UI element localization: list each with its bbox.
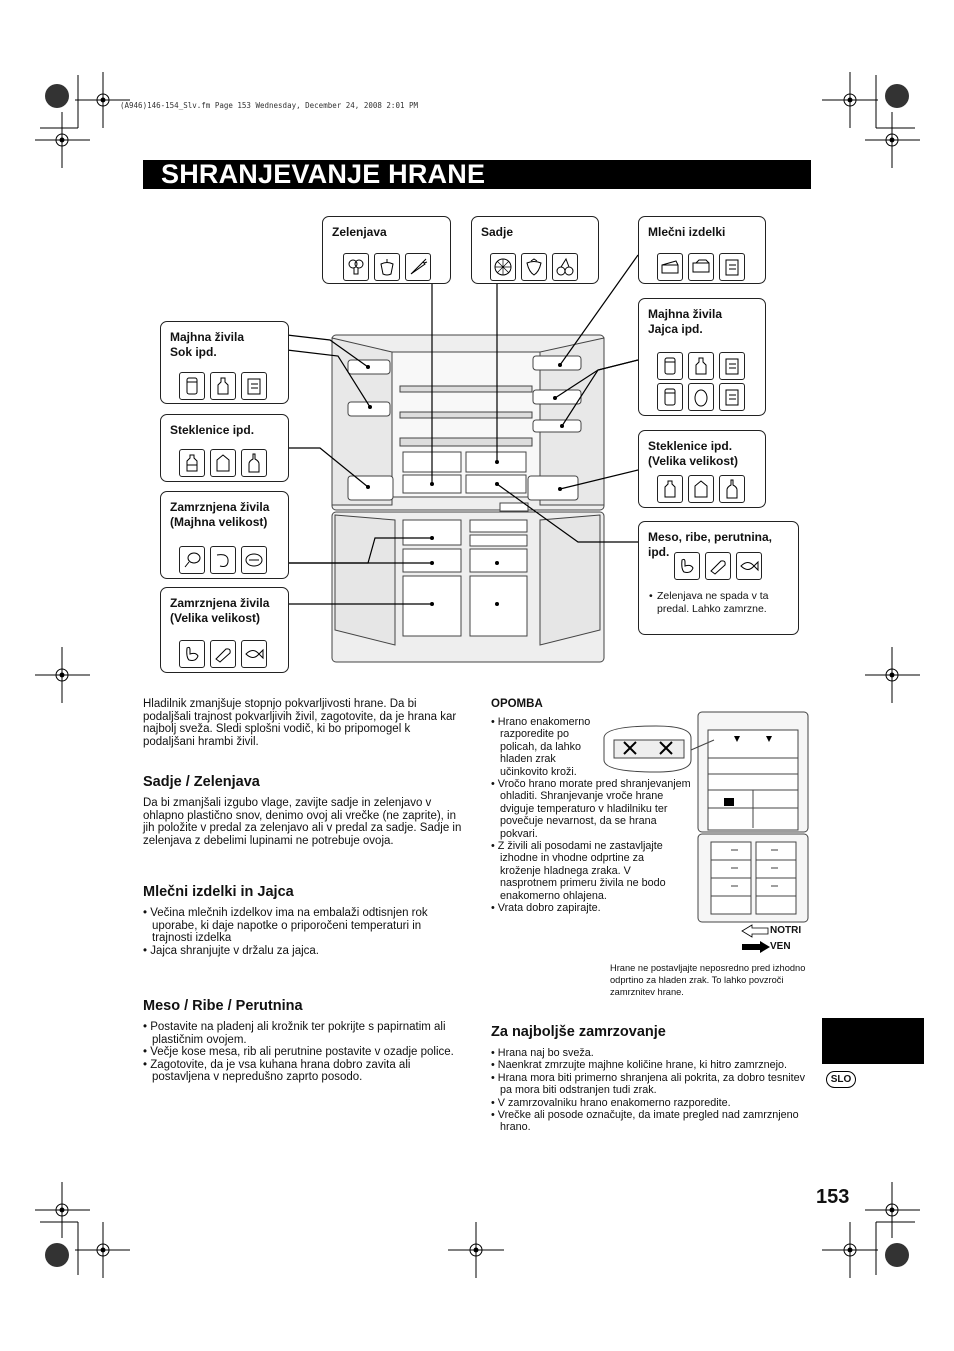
list-item: Postavite na pladenj ali krožnik ter pok… — [143, 1021, 461, 1046]
label-steklenice-velika: Steklenice ipd. (Velika velikost) — [638, 430, 766, 508]
section-list-meso: Postavite na pladenj ali krožnik ter pok… — [143, 1021, 461, 1084]
label-meso: Meso, ribe, perutnina, ipd. • Zelenjava … — [638, 521, 799, 635]
poultry-icon — [674, 552, 700, 580]
citrus-icon — [490, 253, 516, 281]
label-meso-line2: ipd. — [648, 545, 670, 559]
label-majhna-jajca: Majhna živila Jajca ipd. — [638, 298, 766, 416]
section-heading-mlecni: Mlečni izdelki in Jajca — [143, 884, 294, 900]
meso-note: • Zelenjava ne spada v ta predal. Lahko … — [649, 590, 769, 615]
section-list-zamrzovanje: Hrana naj bo sveža. Naenkrat zmrzujte ma… — [491, 1047, 811, 1134]
label-meso-line1: Meso, ribe, perutnina, — [648, 530, 773, 544]
legend-out: VEN — [770, 941, 791, 952]
label-majhna-jajca-line1: Majhna živila — [648, 307, 723, 321]
list-item: Hrana mora biti primerno shranjena ali p… — [491, 1072, 811, 1097]
carton-icon — [241, 372, 267, 400]
list-item: Z živili ali posodami ne zastavljajte iz… — [491, 840, 696, 902]
carton-icon — [719, 383, 745, 411]
label-zamrznjena-velika: Zamrznjena živila (Velika velikost) — [160, 587, 289, 673]
label-zamrznjena-velika-line1: Zamrznjena živila — [170, 596, 270, 610]
label-majhna-jajca-line2: Jajca ipd. — [648, 322, 703, 336]
list-item: Večje kose mesa, rib ali perutnine posta… — [143, 1046, 461, 1059]
fish-icon — [736, 552, 762, 580]
can-icon — [657, 383, 683, 411]
language-tab — [822, 1018, 924, 1064]
label-mlecni-text: Mlečni izdelki — [648, 225, 726, 239]
label-zelenjava: Zelenjava — [322, 216, 451, 284]
file-header: (A946)146-154_Slv.fm Page 153 Wednesday,… — [120, 101, 419, 110]
list-item: Vrečke ali posode označujte, da imate pr… — [491, 1109, 811, 1134]
bottle-icon — [688, 352, 714, 380]
label-zamrznjena-velika-line2: (Velika velikost) — [170, 611, 261, 625]
wine-bottle-icon — [241, 449, 267, 477]
label-zamrznjena-majhna: Zamrznjena živila (Majhna velikost) — [160, 491, 289, 579]
language-badge: SLO — [826, 1071, 856, 1088]
carton-icon — [719, 352, 745, 380]
shrimp-icon — [210, 546, 236, 574]
pepper-icon — [374, 253, 400, 281]
label-mlecni: Mlečni izdelki — [638, 216, 766, 284]
cherry-icon — [552, 253, 578, 281]
section-list-mlecni: Večina mlečnih izdelkov ima na embalaži … — [143, 907, 458, 957]
opomba-list: Hrano enakomerno razporedite po policah,… — [491, 716, 696, 915]
plastic-bottle-icon — [179, 449, 205, 477]
butter-icon — [688, 253, 714, 281]
list-item: Naenkrat zmrzujte majhne količine hrane,… — [491, 1059, 811, 1071]
section-heading-meso: Meso / Ribe / Perutnina — [143, 998, 303, 1014]
label-steklenice: Steklenice ipd. — [160, 414, 289, 482]
page-number: 153 — [816, 1186, 850, 1208]
meat-icon — [705, 552, 731, 580]
label-steklenice-velika-line1: Steklenice ipd. — [648, 439, 733, 453]
label-zelenjava-text: Zelenjava — [332, 225, 387, 239]
label-sadje-text: Sadje — [481, 225, 514, 239]
illustration-caption: Hrane ne postavljajte neposredno pred iz… — [610, 963, 806, 997]
chicken-leg-icon — [179, 546, 205, 574]
juice-carton-icon — [688, 475, 714, 503]
milk-carton-icon — [719, 253, 745, 281]
can-icon — [179, 372, 205, 400]
opomba-heading: OPOMBA — [491, 698, 543, 710]
meat-icon — [210, 640, 236, 668]
plastic-bottle-icon — [657, 475, 683, 503]
juice-carton-icon — [210, 449, 236, 477]
list-item: Jajca shranjujte v držalu za jajca. — [143, 945, 458, 958]
broccoli-icon — [343, 253, 369, 281]
airflow-illustration — [603, 711, 809, 923]
strawberry-icon — [521, 253, 547, 281]
page-title: SHRANJEVANJE HRANE — [161, 159, 486, 189]
egg-icon — [688, 383, 714, 411]
list-item: Vročo hrano morate pred shranjevanjem oh… — [491, 778, 696, 840]
title-bar: SHRANJEVANJE HRANE — [143, 160, 811, 189]
fish-icon — [241, 640, 267, 668]
section-heading-sadje: Sadje / Zelenjava — [143, 774, 260, 790]
fridge-diagram — [286, 254, 639, 663]
label-steklenice-text: Steklenice ipd. — [170, 423, 255, 437]
list-item: Vrata dobro zapirajte. — [491, 902, 696, 914]
legend-in: NOTRI — [770, 925, 802, 936]
label-majhna-sok-line2: Sok ipd. — [170, 345, 217, 359]
section-heading-zamrzovanje: Za najboljše zamrzovanje — [491, 1024, 666, 1040]
frozen-pack-icon — [241, 546, 267, 574]
cheese-icon — [657, 253, 683, 281]
list-item: Večina mlečnih izdelkov ima na embalaži … — [143, 907, 458, 945]
intro-text: Hladilnik zmanjšuje stopnjo pokvarljivos… — [143, 698, 457, 748]
label-zamrznjena-majhna-line1: Zamrznjena živila — [170, 500, 270, 514]
legend-arrows — [741, 924, 770, 953]
poultry-icon — [179, 640, 205, 668]
label-zamrznjena-majhna-line2: (Majhna velikost) — [170, 515, 268, 529]
bottle-icon — [210, 372, 236, 400]
list-item: Zagotovite, da je vsa kuhana hrana dobro… — [143, 1059, 461, 1084]
list-item: V zamrzovalniku hrano enakomerno razpore… — [491, 1097, 811, 1109]
label-majhna-sok: Majhna živila Sok ipd. — [160, 321, 289, 404]
section-text-sadje: Da bi zmanjšali izgubo vlage, zavijte sa… — [143, 797, 462, 847]
wine-bottle-icon — [719, 475, 745, 503]
label-majhna-sok-line1: Majhna živila — [170, 330, 245, 344]
list-item: Hrano enakomerno razporedite po policah,… — [491, 716, 696, 778]
list-item: Hrana naj bo sveža. — [491, 1047, 811, 1059]
can-icon — [657, 352, 683, 380]
label-steklenice-velika-line2: (Velika velikost) — [648, 454, 739, 468]
carrot-icon — [405, 253, 431, 281]
label-sadje: Sadje — [471, 216, 599, 284]
